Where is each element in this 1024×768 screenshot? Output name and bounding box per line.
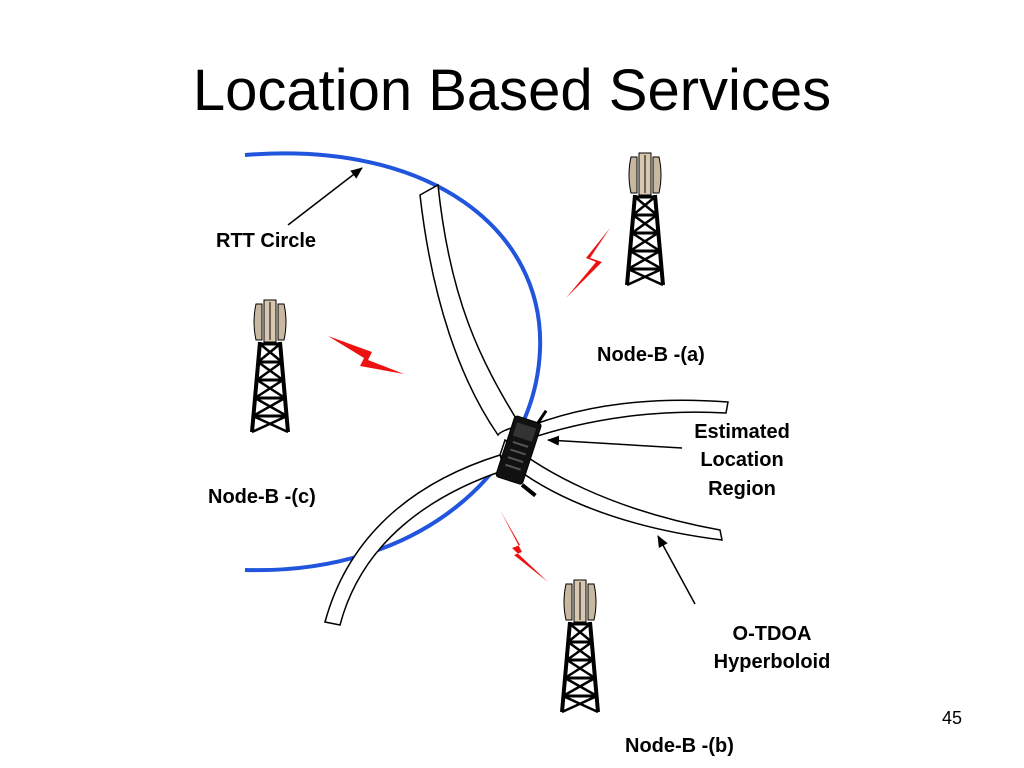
- estimated-location-label-line1: Estimated: [694, 421, 790, 443]
- hyperbola-band-upper: [419, 183, 522, 437]
- otdoa-arrow: [657, 535, 696, 605]
- cell-tower-icon: [560, 578, 600, 714]
- lightning-bolt-icon: [566, 228, 610, 298]
- estimated-location-arrow: [547, 435, 683, 449]
- hyperbola-band-right: [518, 399, 729, 441]
- node-b-b-label: Node-B -(b): [625, 735, 734, 757]
- rtt-circle-label: RTT Circle: [216, 230, 316, 252]
- hyperbola-band-lower-left: [324, 454, 506, 626]
- page-number: 45: [941, 708, 962, 728]
- slide-title: Location Based Services: [192, 58, 832, 123]
- estimated-location-label-line2: Location: [700, 449, 783, 471]
- otdoa-label-line1: O-TDOA: [733, 623, 812, 645]
- rtt-circle-arrow: [287, 167, 363, 226]
- otdoa-label-line2: Hyperboloid: [714, 651, 831, 673]
- mobile-phone-icon: [495, 409, 548, 498]
- lightning-bolt-icon: [500, 510, 548, 582]
- lightning-bolt-icon: [328, 336, 404, 374]
- node-b-c-label: Node-B -(c): [208, 486, 316, 508]
- rtt-circle: [244, 151, 543, 573]
- hyperbola-band-lower-right: [499, 438, 723, 541]
- cell-tower-icon: [250, 298, 290, 434]
- cell-tower-icon: [625, 151, 665, 287]
- estimated-location-label-line3: Region: [708, 478, 776, 500]
- node-b-a-label: Node-B -(a): [597, 344, 705, 366]
